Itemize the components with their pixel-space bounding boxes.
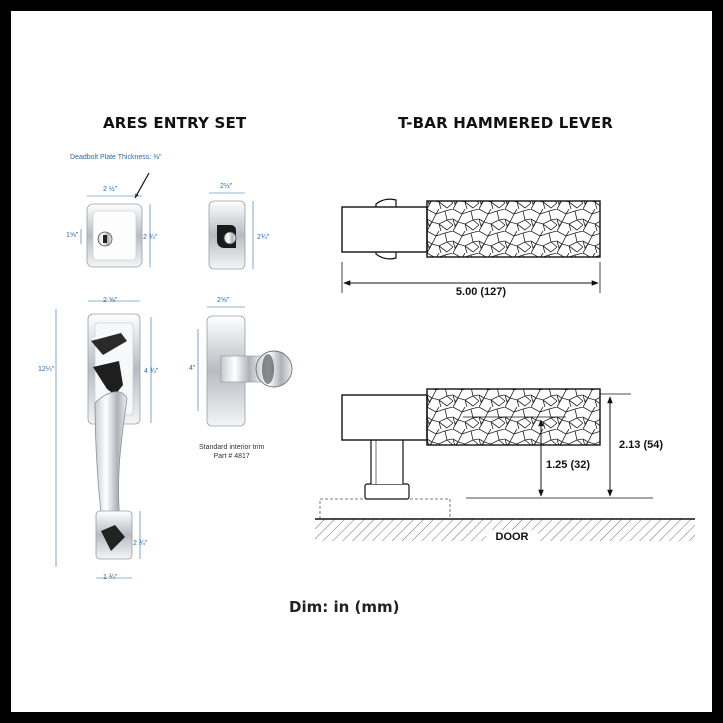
handle-bottom-plate-dim: 2 ¾" xyxy=(133,540,148,547)
interior-trim xyxy=(197,306,293,427)
deadbolt-plate-note: Deadbolt Plate Thickness: ⅜" xyxy=(70,154,162,161)
deadbolt-height-dim: 2 ¾" xyxy=(143,234,158,241)
deadbolt-front xyxy=(80,172,151,268)
deadbolt-side-height-dim: 2¾" xyxy=(257,234,270,241)
handle-bottom-width-dim: 1 ¾" xyxy=(103,574,118,581)
lever-height-total-label: 2.13 (54) xyxy=(619,439,663,451)
diagram-frame: ARES ENTRY SET T-BAR HAMMERED LEVER xyxy=(11,11,712,712)
lever-length-label: 5.00 (127) xyxy=(456,286,506,298)
handle-width-dim: 2 ⅝" xyxy=(103,297,118,304)
lever-side-view xyxy=(315,388,695,542)
exterior-handleset xyxy=(55,300,152,579)
handle-top-plate-dim: 4 ¾" xyxy=(144,368,159,375)
lever-top-view xyxy=(341,198,601,293)
door-label: DOOR xyxy=(496,531,529,543)
lever-height-base-label: 1.25 (32) xyxy=(546,459,590,471)
trim-width-dim: 2⅝" xyxy=(217,297,230,304)
deadbolt-side-width-dim: 2½" xyxy=(220,183,233,190)
deadbolt-side xyxy=(208,192,254,270)
drawing-canvas: 5.00 (127) 2.13 (54) 1.25 (32) DOOR xyxy=(55,172,695,579)
interior-trim-caption: Standard interior trim Part # 4817 xyxy=(199,443,264,461)
trim-height-dim: 4" xyxy=(189,365,196,372)
t-bar-lever-title: T-BAR HAMMERED LEVER xyxy=(398,114,614,132)
deadbolt-offset-dim: 1⅝" xyxy=(66,232,79,239)
handle-overall-height-dim: 12¼" xyxy=(38,366,55,373)
units-footer: Dim: in (mm) xyxy=(289,598,400,616)
ares-entry-set-title: ARES ENTRY SET xyxy=(103,114,247,132)
deadbolt-width-dim: 2 ½" xyxy=(103,186,118,193)
interior-trim-caption-line1: Standard interior trim xyxy=(199,444,265,451)
interior-trim-part-number: Part # 4817 xyxy=(213,453,250,460)
